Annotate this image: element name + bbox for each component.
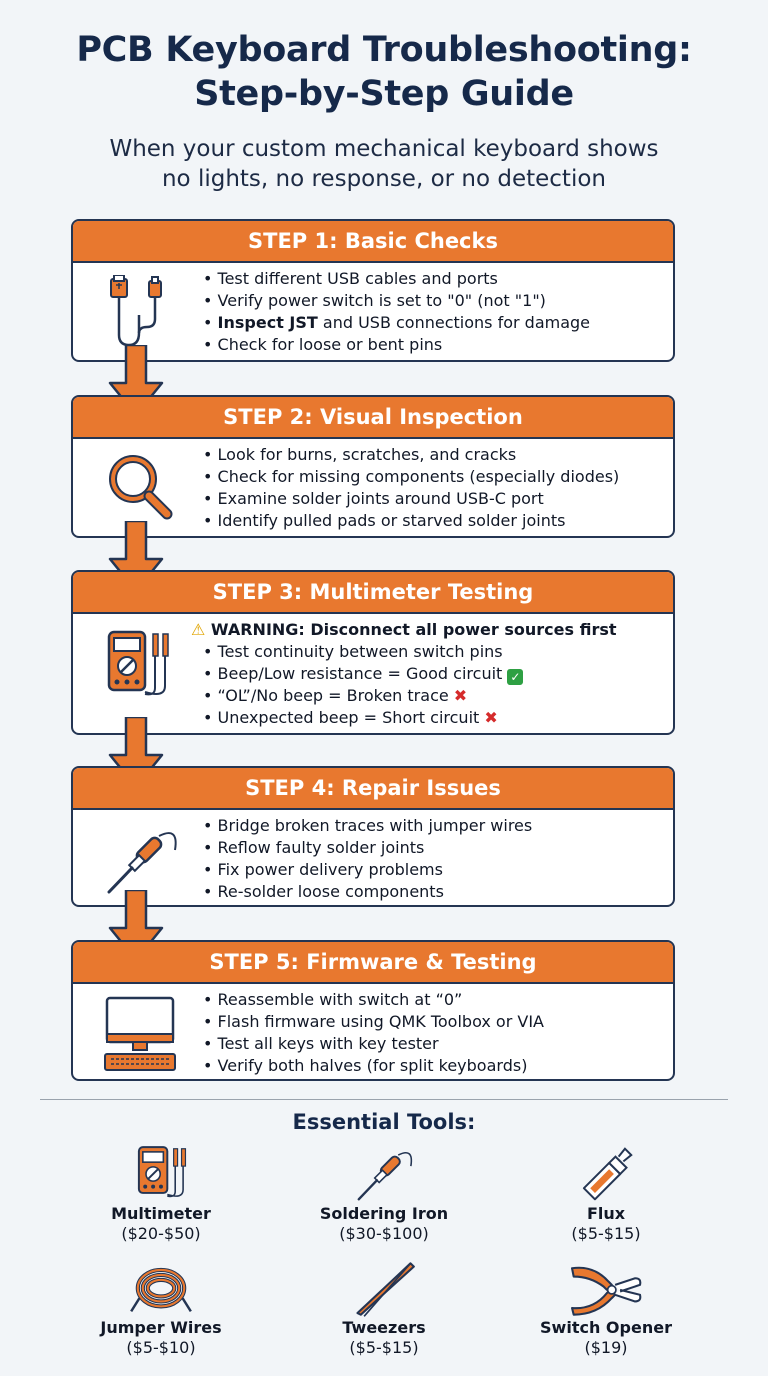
tool-name: Tweezers: [342, 1318, 426, 1337]
warning-text: ⚠ WARNING: Disconnect all power sources …: [191, 620, 617, 639]
list-item: • Fix power delivery problems: [203, 860, 443, 879]
step-2-list: • Look for burns, scratches, and cracks …: [203, 444, 619, 532]
list-item: • Unexpected beep = Short circuit ✖: [203, 708, 498, 727]
list-item: • “OL”/No beep = Broken trace ✖: [203, 686, 468, 705]
step-3-title: STEP 3: Multimeter Testing: [73, 572, 673, 614]
tool-price: ($5-$15): [349, 1338, 419, 1357]
cross-icon: ✖: [484, 708, 498, 727]
list-item: • Check for loose or bent pins: [203, 335, 443, 354]
tool-name: Flux: [586, 1204, 626, 1223]
list-item: • Inspect JST and USB connections for da…: [203, 313, 591, 332]
soldering-iron-icon: [357, 1151, 413, 1201]
tool-price: ($30-$100): [339, 1224, 429, 1243]
step-5-title: STEP 5: Firmware & Testing: [73, 942, 673, 984]
tool-flux: Flux ($5-$15): [506, 1144, 706, 1244]
wire-coil-icon: [130, 1267, 192, 1313]
list-item: • Bridge broken traces with jumper wires: [203, 816, 533, 835]
tool-price: ($20-$50): [121, 1224, 201, 1243]
flux-tube-icon: [582, 1147, 633, 1201]
tool-name: Multimeter: [111, 1204, 211, 1223]
page-subtitle-line-2: no lights, no response, or no detection: [161, 166, 606, 192]
tool-price: ($5-$15): [571, 1224, 641, 1243]
page-subtitle: When your custom mechanical keyboard sho…: [0, 134, 768, 194]
tool-name: Jumper Wires: [100, 1318, 222, 1337]
switch-opener-icon: [570, 1266, 642, 1316]
list-item: • Beep/Low resistance = Good circuit ✓: [203, 663, 617, 685]
page-title-line-1: PCB Keyboard Troubleshooting:: [76, 30, 692, 70]
step-4-list: • Bridge broken traces with jumper wires…: [203, 815, 532, 903]
section-divider: [40, 1099, 728, 1100]
step-3-list: ⚠ WARNING: Disconnect all power sources …: [191, 619, 617, 729]
list-item: • Reassemble with switch at “0”: [203, 990, 463, 1009]
usb-cable-icon: [110, 275, 162, 347]
page-subtitle-line-1: When your custom mechanical keyboard sho…: [109, 136, 659, 162]
page-title: PCB Keyboard Troubleshooting: Step-by-St…: [0, 28, 768, 116]
list-item: • Check for missing components (especial…: [203, 467, 620, 486]
tool-switch-opener: Switch Opener ($19): [506, 1260, 706, 1358]
step-1-list: • Test different USB cables and ports • …: [203, 268, 590, 356]
tool-soldering-iron: Soldering Iron ($30-$100): [284, 1144, 484, 1244]
step-5-list: • Reassemble with switch at “0” • Flash …: [203, 989, 544, 1077]
list-item-strong: Inspect JST: [217, 313, 318, 332]
tool-tweezers: Tweezers ($5-$15): [284, 1260, 484, 1358]
step-5-card: STEP 5: Firmware & Testing • Reassemble …: [71, 940, 675, 1081]
tool-jumper-wires: Jumper Wires ($5-$10): [61, 1260, 261, 1358]
tool-price: ($19): [584, 1338, 628, 1357]
magnifier-icon: [109, 455, 173, 520]
list-item: • Reflow faulty solder joints: [203, 838, 425, 857]
tool-multimeter: Multimeter ($20-$50): [61, 1144, 261, 1244]
list-item: • Examine solder joints around USB-C por…: [203, 489, 544, 508]
cross-icon: ✖: [453, 686, 468, 705]
warning-icon: ⚠: [191, 620, 206, 639]
list-item: • Re-solder loose components: [203, 882, 444, 901]
step-2-title: STEP 2: Visual Inspection: [73, 397, 673, 439]
step-1-title: STEP 1: Basic Checks: [73, 221, 673, 263]
list-item: • Flash firmware using QMK Toolbox or VI…: [203, 1012, 544, 1031]
list-item: • Test continuity between switch pins: [203, 642, 503, 661]
list-item-rest: and USB connections for damage: [317, 313, 591, 332]
computer-icon: [104, 996, 176, 1071]
tool-price: ($5-$10): [126, 1338, 196, 1357]
check-icon: ✓: [507, 669, 524, 685]
list-item: • Look for burns, scratches, and cracks: [203, 445, 517, 464]
soldering-iron-icon: [107, 832, 177, 894]
list-item: • Test all keys with key tester: [203, 1034, 439, 1053]
step-3-card: STEP 3: Multimeter Testing ⚠ WARNING: Di…: [71, 570, 675, 735]
tweezers-icon: [356, 1262, 415, 1317]
list-item: • Verify power switch is set to "0" (not…: [203, 291, 546, 310]
list-item: • Test different USB cables and ports: [203, 269, 498, 288]
multimeter-icon: [137, 1146, 187, 1198]
tool-name: Soldering Iron: [319, 1204, 449, 1223]
tools-title: Essential Tools:: [292, 1110, 476, 1134]
step-4-card: STEP 4: Repair Issues • Bridge broken tr…: [71, 766, 675, 907]
tool-name: Switch Opener: [540, 1318, 672, 1337]
list-item: • Verify both halves (for split keyboard…: [203, 1056, 528, 1075]
step-4-title: STEP 4: Repair Issues: [73, 768, 673, 810]
step-1-card: STEP 1: Basic Checks • Test different US…: [71, 219, 675, 362]
step-2-card: STEP 2: Visual Inspection • Look for bur…: [71, 395, 675, 538]
multimeter-icon: [107, 630, 169, 696]
list-item: • Identify pulled pads or starved solder…: [203, 511, 566, 530]
page-title-line-2: Step-by-Step Guide: [194, 74, 574, 114]
